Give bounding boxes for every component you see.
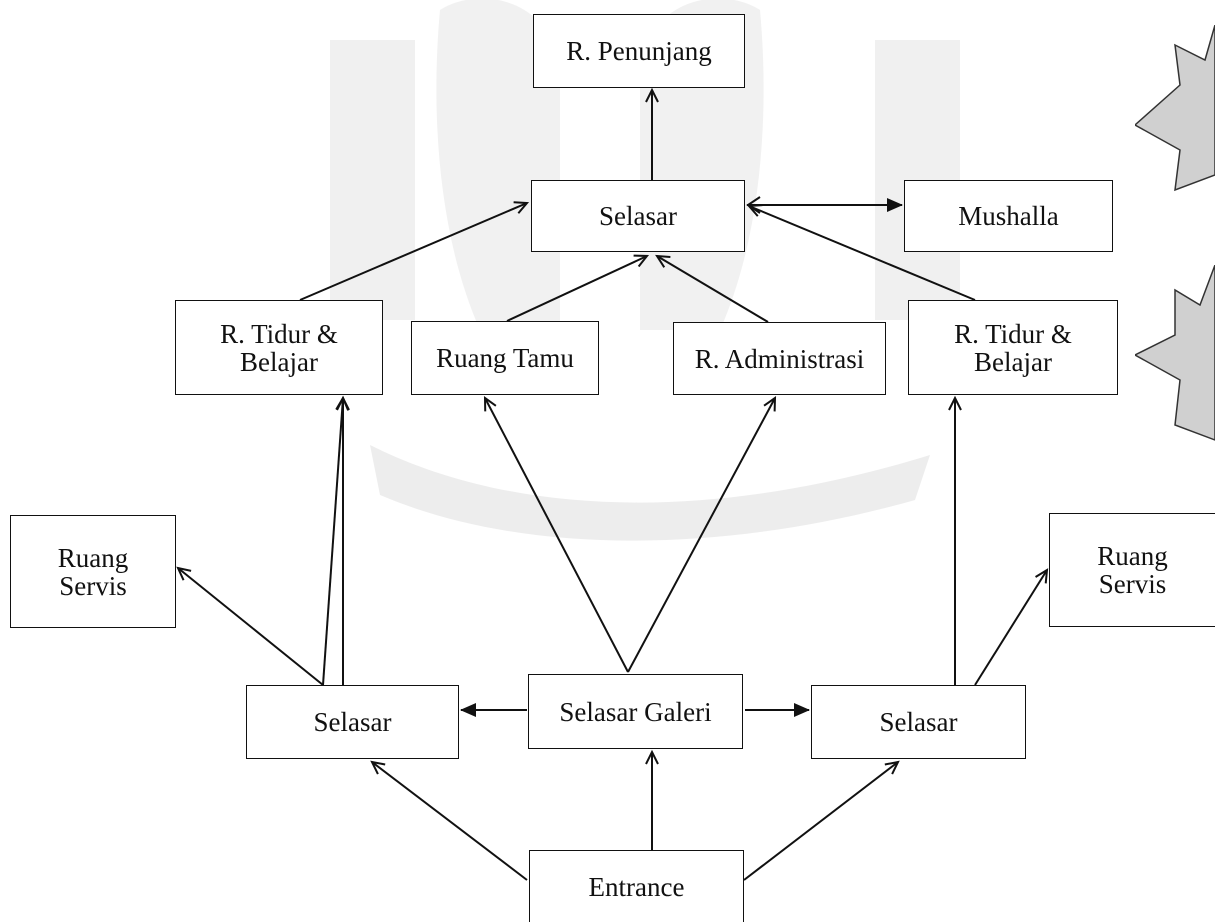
arrow-selasar-galeri-to-r-administrasi: [627, 396, 777, 673]
node-selasar-left: Selasar: [246, 685, 459, 759]
node-label: Selasar: [313, 707, 392, 737]
node-label: R. Tidur & Belajar: [954, 318, 1072, 377]
node-label: Selasar: [599, 201, 677, 231]
node-label: Ruang Tamu: [436, 343, 574, 373]
arrow-selasar-right-to-ruang-servis-right: [974, 568, 1049, 686]
node-label: R. Penunjang: [566, 36, 712, 66]
arrow-entrance-to-selasar-left: [370, 760, 528, 881]
node-ruang-servis-right: Ruang Servis: [1049, 513, 1215, 627]
arrow-ruang-tamu-to-selasar-top: [506, 254, 650, 322]
arrow-r-administrasi-to-selasar-top: [655, 254, 769, 323]
node-label: R. Tidur & Belajar: [220, 318, 338, 377]
node-ruang-servis-left: Ruang Servis: [10, 515, 176, 628]
node-r-administrasi: R. Administrasi: [673, 322, 886, 395]
node-selasar-top: Selasar: [531, 180, 745, 252]
node-label: Entrance: [588, 871, 685, 902]
node-label: Selasar: [879, 707, 958, 737]
node-label: Selasar Galeri: [559, 696, 712, 727]
node-label: Ruang Servis: [1097, 541, 1168, 599]
node-r-penunjang: R. Penunjang: [533, 14, 745, 88]
arrow-entrance-to-selasar-right: [743, 760, 900, 881]
arrow-selasar-galeri-to-ruang-tamu: [483, 396, 629, 673]
node-r-tidur-belajar-left: R. Tidur & Belajar: [175, 300, 383, 395]
node-label: R. Administrasi: [694, 343, 865, 374]
seal-stamp-icon: [1135, 25, 1215, 192]
node-label: Mushalla: [958, 201, 1059, 231]
node-ruang-tamu: Ruang Tamu: [411, 321, 599, 395]
arrowhead-selasar-top-back: [746, 196, 761, 214]
arrow-selasar-galeri-to-r-tidur-left: [322, 395, 350, 686]
node-mushalla: Mushalla: [904, 180, 1113, 252]
seal-stamp-icon: [1135, 265, 1215, 441]
arrow-r-tidur-right-to-selasar-top: [746, 204, 976, 301]
node-entrance: Entrance: [529, 850, 744, 922]
arrow-r-tidur-left-to-selasar-top: [299, 201, 530, 301]
arrow-selasar-left-to-ruang-servis-left: [176, 566, 324, 686]
node-selasar-galeri: Selasar Galeri: [528, 674, 743, 749]
node-r-tidur-belajar-right: R. Tidur & Belajar: [908, 300, 1118, 395]
node-label: Ruang Servis: [57, 542, 129, 601]
node-selasar-right: Selasar: [811, 685, 1026, 759]
